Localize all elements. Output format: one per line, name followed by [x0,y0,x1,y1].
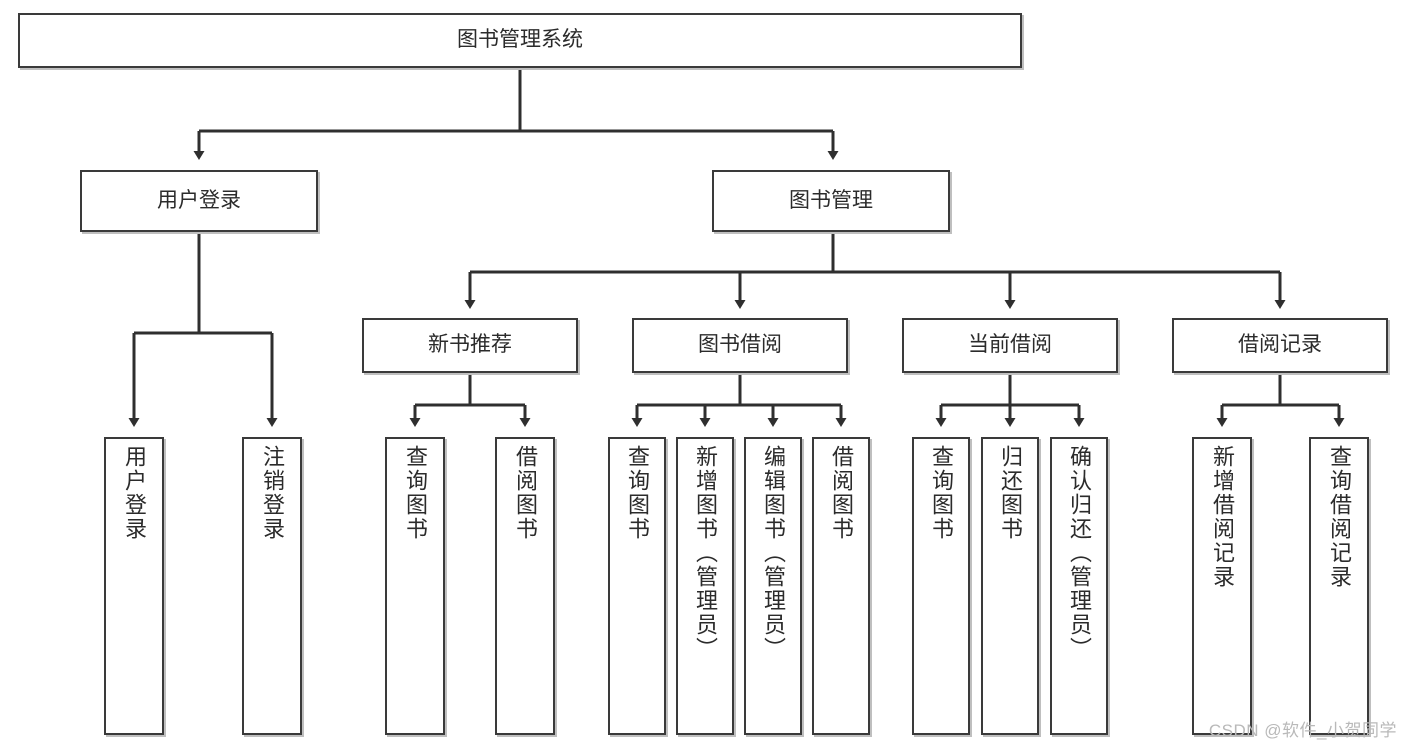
node-current-borrow[interactable]: 当前借阅 [902,318,1118,373]
node-book-manage[interactable]: 图书管理 [712,170,950,232]
node-leaf-query-record-label: 查询借阅记录 [1327,445,1352,589]
node-book-borrow[interactable]: 图书借阅 [632,318,848,373]
node-root-label: 图书管理系统 [457,28,583,52]
node-leaf-confirm-return[interactable]: 确认归还（管理员） [1050,437,1108,735]
node-leaf-query-record[interactable]: 查询借阅记录 [1309,437,1369,735]
node-leaf-add-book[interactable]: 新增图书（管理员） [676,437,734,735]
node-leaf-borrow-book-1-label: 借阅图书 [513,445,538,541]
node-leaf-query-book-2[interactable]: 查询图书 [608,437,666,735]
node-leaf-query-book-2-label: 查询图书 [625,445,650,541]
node-leaf-query-book-1-label: 查询图书 [403,445,428,541]
node-new-book-rec[interactable]: 新书推荐 [362,318,578,373]
node-leaf-query-book-3-label: 查询图书 [929,445,954,541]
node-leaf-user-login-label: 用户登录 [122,445,147,541]
node-leaf-return-book[interactable]: 归还图书 [981,437,1039,735]
node-book-borrow-label: 图书借阅 [698,333,782,357]
node-leaf-borrow-book-1[interactable]: 借阅图书 [495,437,555,735]
node-leaf-user-login[interactable]: 用户登录 [104,437,164,735]
node-leaf-edit-book-label: 编辑图书（管理员） [761,445,786,661]
node-leaf-add-record[interactable]: 新增借阅记录 [1192,437,1252,735]
node-leaf-edit-book[interactable]: 编辑图书（管理员） [744,437,802,735]
node-leaf-return-book-label: 归还图书 [998,445,1023,541]
node-root[interactable]: 图书管理系统 [18,13,1022,68]
node-borrow-record-label: 借阅记录 [1238,333,1322,357]
node-leaf-logout-label: 注销登录 [260,445,285,541]
node-leaf-query-book-1[interactable]: 查询图书 [385,437,445,735]
node-leaf-add-record-label: 新增借阅记录 [1210,445,1235,589]
node-leaf-confirm-return-label: 确认归还（管理员） [1067,445,1092,661]
node-current-borrow-label: 当前借阅 [968,333,1052,357]
node-leaf-borrow-book-2-label: 借阅图书 [829,445,854,541]
node-user-login-label: 用户登录 [157,188,241,212]
node-book-manage-label: 图书管理 [789,188,873,212]
node-leaf-borrow-book-2[interactable]: 借阅图书 [812,437,870,735]
node-leaf-add-book-label: 新增图书（管理员） [693,445,718,661]
node-borrow-record[interactable]: 借阅记录 [1172,318,1388,373]
node-new-book-rec-label: 新书推荐 [428,333,512,357]
node-leaf-query-book-3[interactable]: 查询图书 [912,437,970,735]
watermark-text: CSDN @软件_小贺同学 [1208,721,1397,740]
node-user-login[interactable]: 用户登录 [80,170,318,232]
node-leaf-logout[interactable]: 注销登录 [242,437,302,735]
